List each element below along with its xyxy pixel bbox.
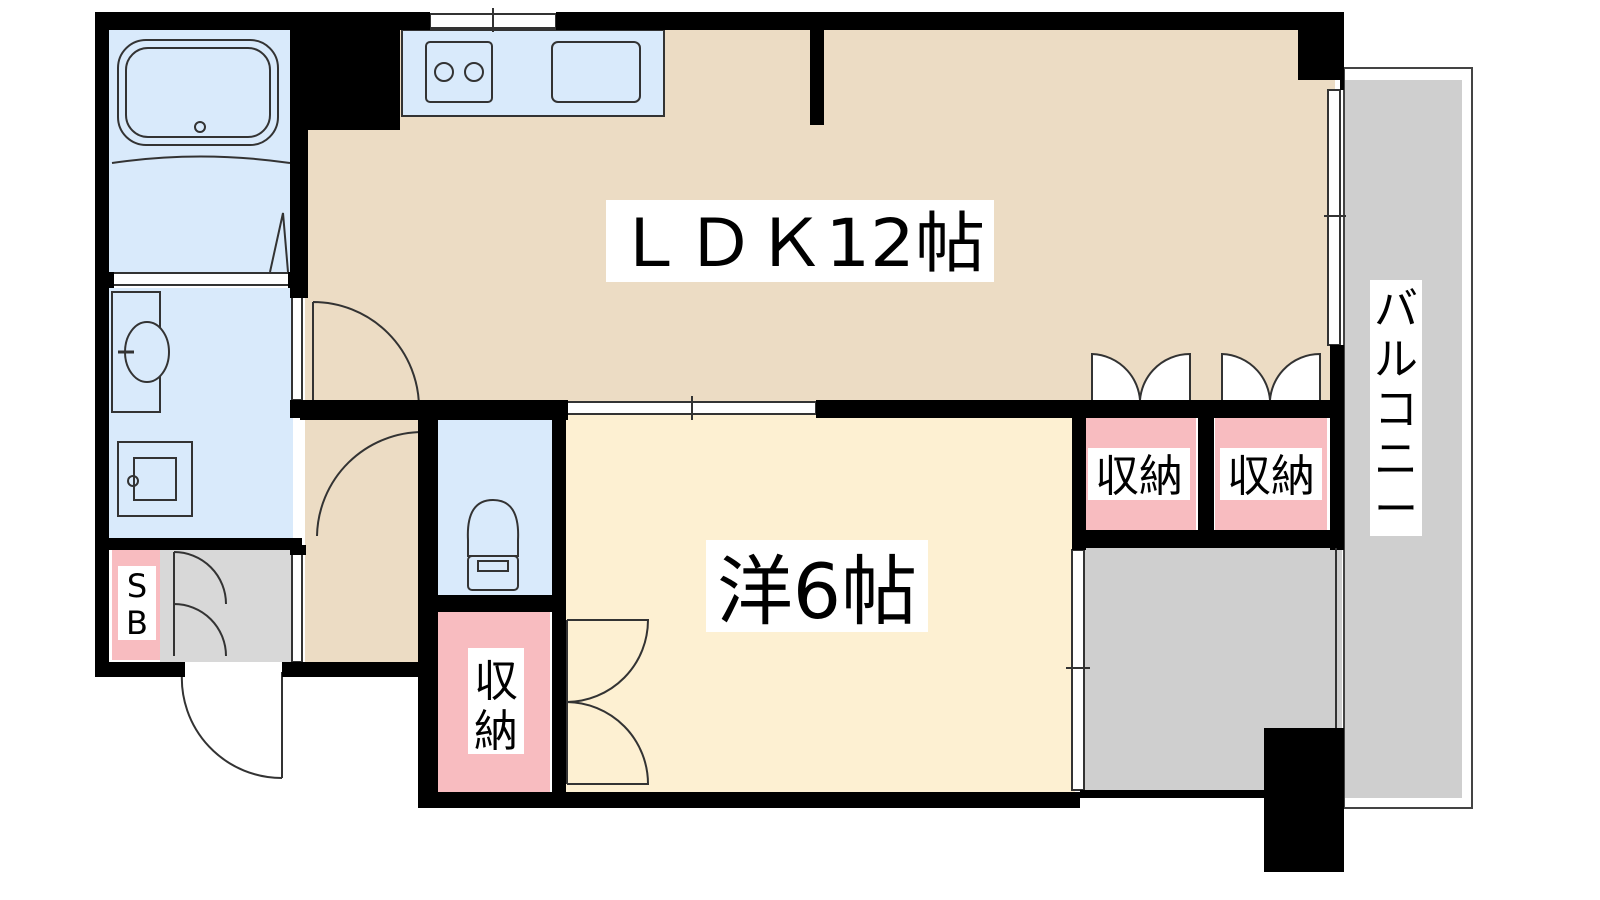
burner-right-icon <box>464 62 484 82</box>
storage-1-label-char: 納 <box>474 706 518 757</box>
balcony-label-2: ル <box>1374 334 1418 385</box>
washing-machine-drain <box>133 457 177 501</box>
bathtub <box>117 39 279 146</box>
balcony-label-4: ニ <box>1374 434 1418 485</box>
bath-door <box>111 272 291 286</box>
balcony-label-1: バ <box>1374 284 1418 335</box>
closet-door-upper <box>566 619 650 703</box>
storage-3-label-box <box>1220 448 1322 500</box>
bath-door-icon <box>269 212 289 273</box>
storage-3-doors <box>1221 352 1321 409</box>
shoe-box-label-box <box>118 566 156 640</box>
shoe-box-door-upper <box>173 551 227 605</box>
burner-left-icon <box>434 62 454 82</box>
balcony-label-5: ー <box>1374 484 1418 535</box>
toilet-bowl-icon <box>466 498 520 557</box>
toilet-seat <box>477 560 509 572</box>
entrance-partition <box>291 551 303 663</box>
ldk-balcony-window <box>1327 89 1341 346</box>
balcony-label-3: コ <box>1374 384 1418 435</box>
shoe-box-label-b: B <box>126 604 148 642</box>
shoe-box-door-lower <box>173 603 227 657</box>
walls <box>95 12 1344 872</box>
western-label: 洋6帖 <box>717 547 917 636</box>
ldk-label-box <box>606 200 994 282</box>
storage-2-label-box <box>1088 448 1190 500</box>
bath-edge <box>111 155 291 164</box>
entrance-floor <box>160 550 295 662</box>
balcony-label-box <box>1370 280 1422 536</box>
storage-1-label-box <box>468 648 524 754</box>
shoe-box-label-s: S <box>127 567 147 605</box>
hall-door-upper <box>312 301 420 409</box>
bathtub-inner <box>125 47 271 138</box>
storage-3-label: 収納 <box>1227 451 1315 502</box>
washing-machine-pan <box>117 441 193 517</box>
drain-icon <box>194 121 206 133</box>
closet-door-lower <box>566 701 650 785</box>
ldk-label: ＬＤＫ12帖 <box>615 205 985 282</box>
storage-2-doors <box>1091 352 1191 409</box>
stove <box>425 41 493 103</box>
entrance-door <box>180 671 283 780</box>
storage-1-label-top: 収納 <box>474 656 518 757</box>
washroom-door <box>291 291 303 401</box>
washing-drain-icon <box>127 475 139 487</box>
western-label-box <box>706 540 928 632</box>
kitchen-sink <box>551 41 641 103</box>
storage-2-label: 収納 <box>1095 451 1183 502</box>
hall-floor <box>305 408 430 670</box>
western-terrace-window <box>1071 549 1085 791</box>
storage-1-label-char: 収 <box>474 656 518 707</box>
